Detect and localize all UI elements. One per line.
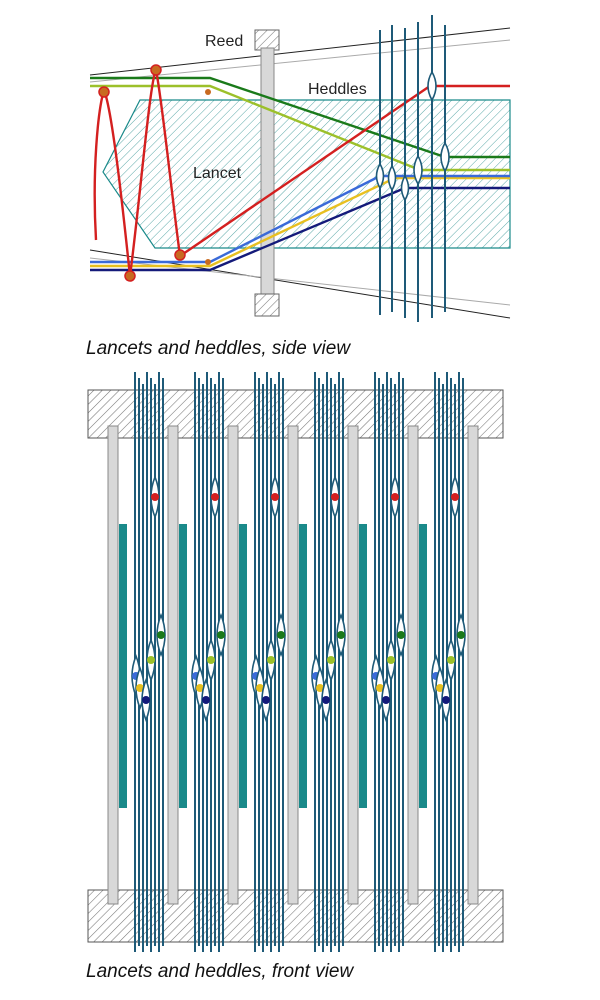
lancet-shape <box>102 99 511 249</box>
thread-pins <box>98 64 211 282</box>
thread-green <box>90 76 510 159</box>
warp-thread-dot <box>202 696 210 704</box>
heddle-group <box>311 372 346 952</box>
warp-thread-dot <box>271 493 279 501</box>
warp-thread-dot <box>151 493 159 501</box>
warp-thread-dot <box>262 696 270 704</box>
warp-thread-dot <box>256 684 264 692</box>
warp-thread-dot <box>136 684 144 692</box>
warp-thread-dot <box>207 656 215 664</box>
thread-yellow <box>90 176 510 268</box>
heddle-group <box>191 372 226 952</box>
warp-thread-dot <box>457 631 465 639</box>
thread-lime <box>90 84 510 172</box>
warp-thread-dot <box>331 493 339 501</box>
warp-thread-dot <box>451 493 459 501</box>
lancets <box>119 524 427 808</box>
reed-dents <box>107 425 479 905</box>
warp-thread-dot <box>211 493 219 501</box>
heddle-group <box>371 372 406 952</box>
warp-thread-dot <box>267 656 275 664</box>
heddle-group <box>131 372 166 952</box>
warp-thread-dot <box>277 631 285 639</box>
warp-thread-dot <box>147 656 155 664</box>
heddle-group <box>431 372 466 952</box>
thread-navy <box>90 186 510 272</box>
caption-front-view: Lancets and heddles, front view <box>86 961 354 982</box>
warp-thread-dot <box>447 656 455 664</box>
warp-thread-dot <box>376 684 384 692</box>
warp-thread-dot <box>397 631 405 639</box>
warp-thread-dot <box>316 684 324 692</box>
warp-thread-dot <box>442 696 450 704</box>
heddle-group <box>251 372 286 952</box>
caption-side-view: Lancets and heddles, side view <box>86 338 351 359</box>
side-view-diagram: Reed Heddles Lancet <box>89 15 511 322</box>
label-reed: Reed <box>205 33 243 50</box>
warp-thread-dot <box>387 656 395 664</box>
warp-thread-dot <box>196 684 204 692</box>
warp-thread-dot <box>436 684 444 692</box>
warp-thread-dot <box>337 631 345 639</box>
label-heddles: Heddles <box>308 81 367 98</box>
label-lancet: Lancet <box>193 165 242 182</box>
warp-thread-dot <box>217 631 225 639</box>
warp-thread-dot <box>142 696 150 704</box>
heddle-eyes <box>375 70 450 202</box>
warp-thread-dot <box>327 656 335 664</box>
warp-thread-dot <box>157 631 165 639</box>
front-view-diagram <box>87 372 504 952</box>
warp-thread-dot <box>322 696 330 704</box>
warp-thread-dot <box>382 696 390 704</box>
heddle-groups <box>131 372 466 952</box>
warp-thread-dot <box>391 493 399 501</box>
